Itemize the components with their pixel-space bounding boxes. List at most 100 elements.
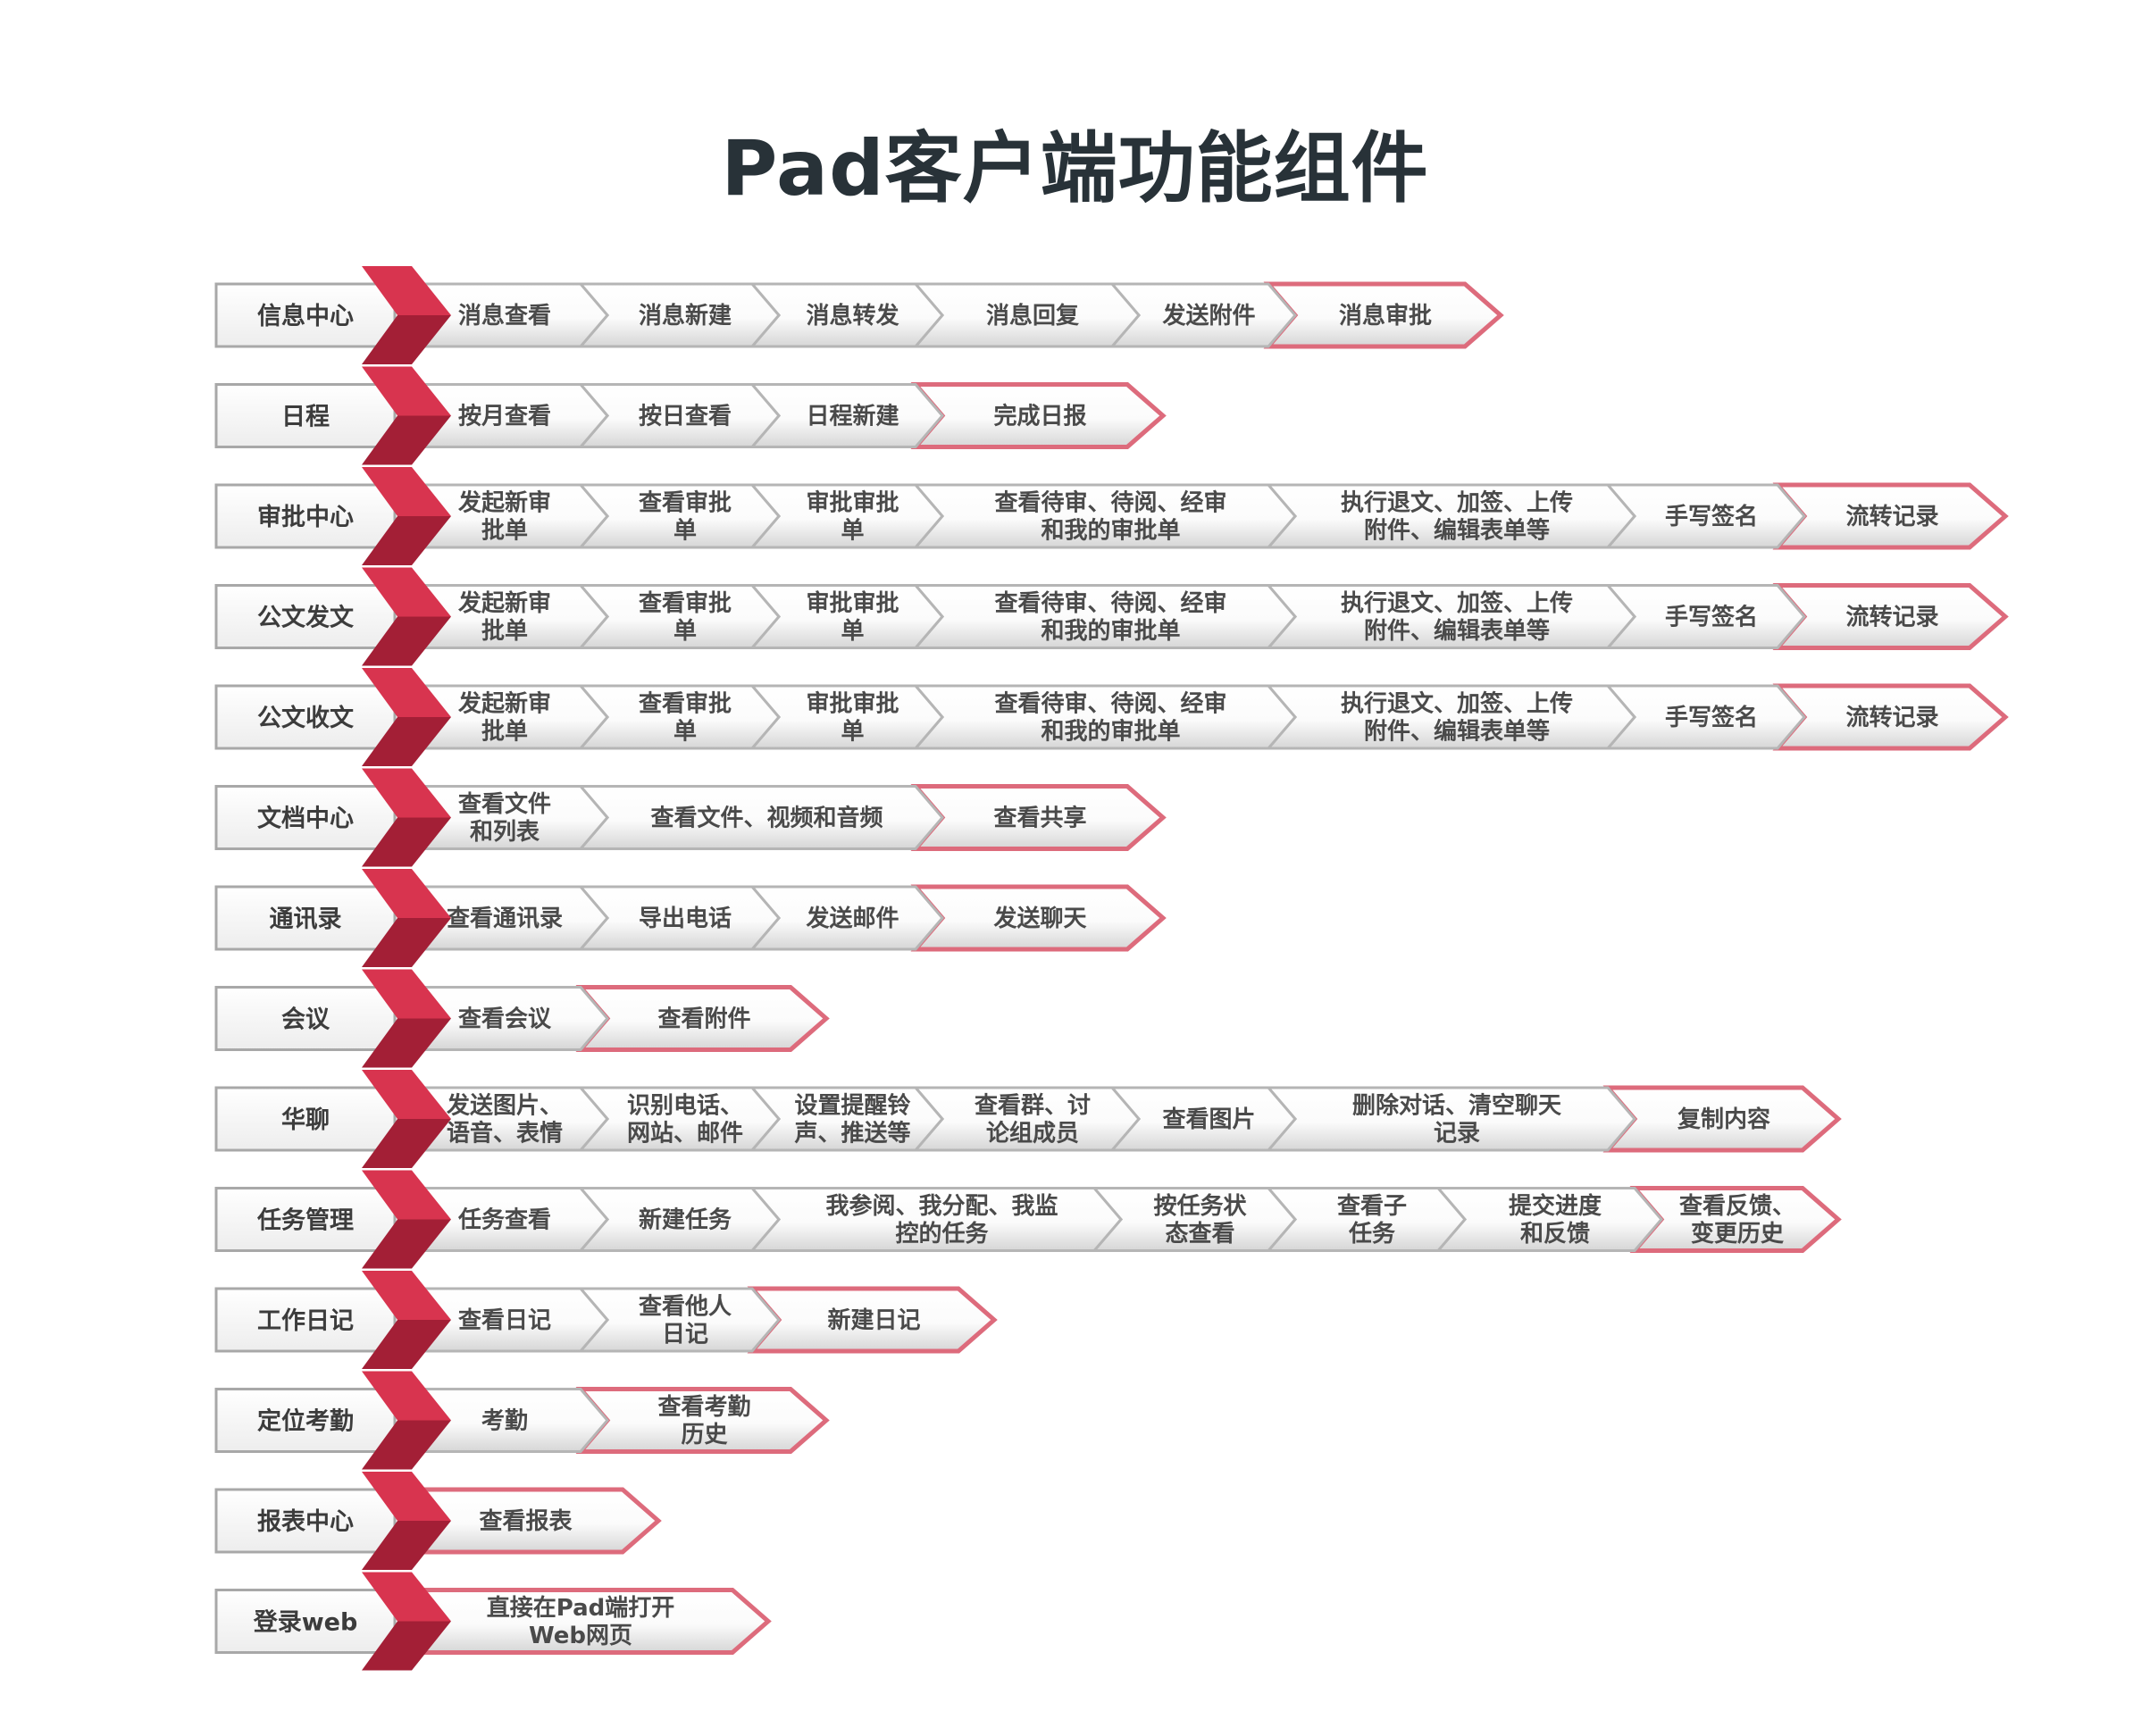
row-label: 定位考勤 — [257, 1407, 354, 1436]
item-label: 查看报表 — [479, 1507, 573, 1535]
item-label: 识别电话、网站、邮件 — [627, 1093, 743, 1148]
row-label-panel — [214, 986, 397, 1051]
item-label: 查看文件、视频和音频 — [650, 805, 883, 832]
red-chevron-bottom — [362, 918, 451, 967]
red-chevron-top — [362, 1170, 451, 1220]
item-label: 按任务状态查看 — [1153, 1192, 1247, 1248]
item-label: 执行退文、加签、上传附件、编辑表单等 — [1341, 489, 1573, 545]
item-label: 查看考勤历史 — [657, 1394, 750, 1448]
row-label: 公文发文 — [257, 604, 355, 632]
red-chevron-top — [362, 366, 451, 416]
item-label: 发起新审批单 — [457, 690, 551, 746]
red-chevron-bottom — [362, 1219, 451, 1269]
row-label: 文档中心 — [257, 805, 354, 833]
item-label: 查看待审、待阅、经审和我的审批单 — [994, 690, 1226, 746]
item-label: 执行退文、加签、上传附件、编辑表单等 — [1341, 589, 1573, 645]
red-chevron-top — [362, 1271, 451, 1320]
row-label-panel — [214, 584, 397, 649]
item-label: 审批审批单 — [806, 690, 899, 746]
row-label: 审批中心 — [257, 503, 354, 531]
item-label: 消息回复 — [986, 302, 1080, 330]
row-label: 报表中心 — [257, 1508, 354, 1536]
row-label-panel — [214, 1287, 397, 1353]
red-chevron-top — [362, 1572, 451, 1622]
red-chevron-top — [362, 1070, 451, 1119]
red-chevron-top — [362, 969, 451, 1019]
red-chevron-bottom — [362, 616, 451, 666]
row-label: 信息中心 — [257, 302, 354, 330]
row-label: 会议 — [281, 1006, 330, 1034]
item-label: 手写签名 — [1665, 503, 1758, 530]
item-label: 消息新建 — [639, 302, 732, 330]
row-label-panel — [214, 785, 397, 850]
item-label: 任务查看 — [457, 1207, 551, 1234]
row-label: 登录web — [253, 1609, 358, 1637]
item-label: 设置提醒铃声、推送等 — [794, 1093, 910, 1148]
item-label: 新建日记 — [827, 1306, 920, 1334]
red-chevron-top — [362, 1371, 451, 1421]
item-label: 导出电话 — [639, 906, 732, 932]
item-label: 流转记录 — [1845, 705, 1938, 731]
item-label: 删除对话、清空聊天记录 — [1352, 1092, 1561, 1148]
feature-row: 复制内容删除对话、清空聊天记录查看图片查看群、讨论组成员设置提醒铃声、推送等识别… — [214, 1070, 1842, 1168]
red-chevron-bottom — [362, 1521, 451, 1570]
item-label: 日程新建 — [806, 403, 899, 430]
red-chevron-bottom — [362, 717, 451, 766]
item-label: 查看待审、待阅、经审和我的审批单 — [994, 589, 1226, 645]
item-label: 发送聊天 — [992, 905, 1086, 932]
page-title: Pad客户端功能组件 — [721, 124, 1429, 213]
red-chevron-bottom — [362, 1621, 451, 1671]
red-chevron-bottom — [362, 1320, 451, 1369]
row-label-panel — [214, 483, 397, 549]
item-label: 新建任务 — [639, 1206, 732, 1234]
item-label: 审批审批单 — [806, 489, 899, 545]
red-chevron-bottom — [362, 1018, 451, 1068]
item-label: 查看子任务 — [1337, 1193, 1407, 1248]
red-chevron-bottom — [362, 315, 451, 364]
red-chevron-top — [362, 266, 451, 315]
item-label: 查看审批单 — [639, 589, 732, 645]
feature-row: 查看反馈、变更历史提交进度和反馈查看子任务按任务状态查看我参阅、我分配、我监控的… — [214, 1170, 1842, 1269]
item-label: 流转记录 — [1845, 605, 1938, 631]
row-label-panel — [214, 885, 397, 951]
item-label: 我参阅、我分配、我监控的任务 — [825, 1192, 1058, 1248]
red-chevron-top — [362, 467, 451, 516]
item-label: 查看会议 — [458, 1006, 552, 1033]
feature-row: 流转记录 手写签名 执行退文、加签、上传附件、编辑表单等 查看待审、待阅、经审和我的审… — [214, 467, 2009, 565]
item-label: 查看反馈、变更历史 — [1679, 1193, 1795, 1248]
feature-row: 流转记录手写签名执行退文、加签、上传附件、编辑表单等查看待审、待阅、经审和我的审… — [214, 567, 2009, 666]
feature-row: 查看考勤历史 考勤 定位考勤 — [214, 1371, 830, 1470]
item-label: 查看待审、待阅、经审和我的审批单 — [994, 489, 1226, 545]
item-label: 查看通讯录 — [447, 906, 563, 932]
row-label-panel — [214, 684, 397, 750]
red-chevron-bottom — [362, 516, 451, 565]
red-chevron-top — [362, 869, 451, 918]
feature-row: 流转记录手写签名执行退文、加签、上传附件、编辑表单等查看待审、待阅、经审和我的审… — [214, 668, 2009, 766]
red-chevron-top — [362, 768, 451, 818]
red-chevron-bottom — [362, 1420, 451, 1470]
item-label: 审批审批单 — [806, 589, 899, 645]
row-label: 通讯录 — [270, 906, 342, 933]
item-label: 执行退文、加签、上传附件、编辑表单等 — [1341, 690, 1573, 746]
red-chevron-bottom — [362, 1119, 451, 1168]
red-chevron-top — [362, 668, 451, 717]
feature-row: 查看报表 报表中心 — [214, 1472, 662, 1570]
row-label: 华聊 — [281, 1106, 330, 1134]
item-label: 考勤 — [481, 1408, 528, 1435]
row-label-panel — [214, 1589, 397, 1654]
item-label: 发送图片、语音、表情 — [446, 1092, 563, 1148]
item-label: 流转记录 — [1845, 504, 1938, 530]
item-label: 消息审批 — [1339, 302, 1432, 330]
item-label: 查看共享 — [993, 805, 1086, 832]
row-label-panel — [214, 1086, 397, 1152]
item-label: 查看审批单 — [639, 690, 732, 746]
row-label: 工作日记 — [257, 1307, 354, 1335]
